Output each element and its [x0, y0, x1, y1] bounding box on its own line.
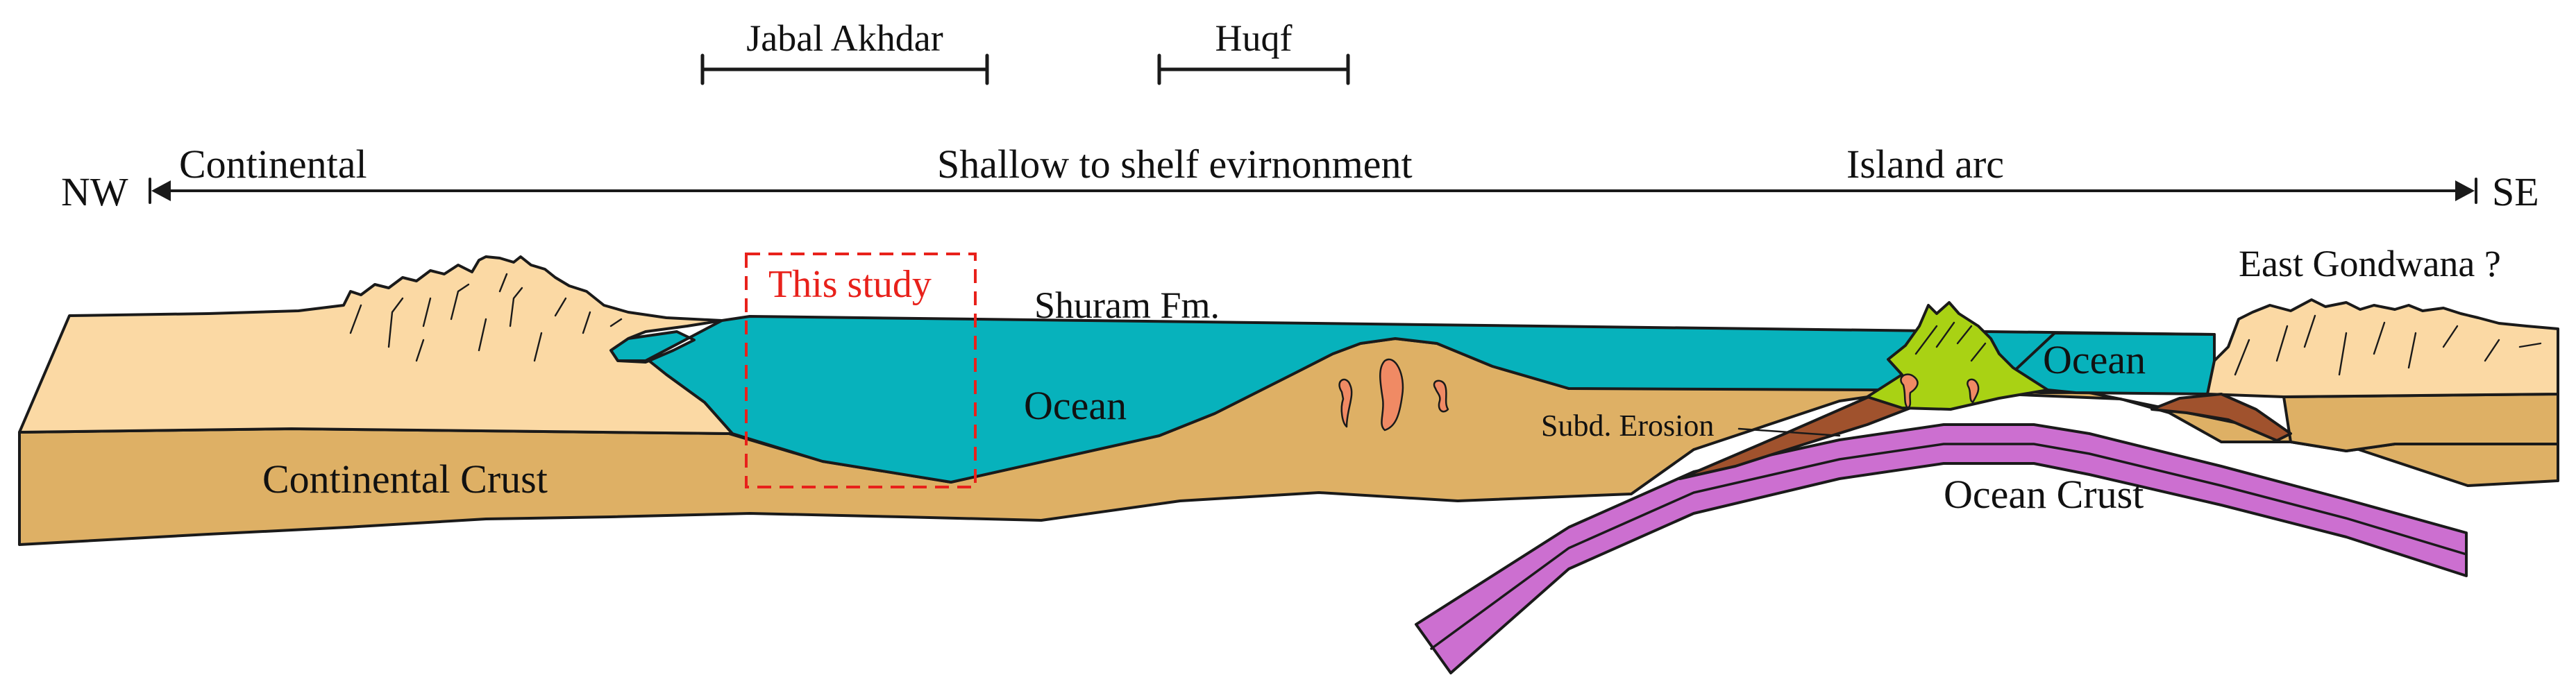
ocean-label-right: Ocean: [2043, 337, 2146, 382]
ocean-label-left: Ocean: [1024, 383, 1127, 428]
arc-magma-blob-2: [1967, 378, 1980, 404]
subduction-wedge-right: [2150, 393, 2292, 442]
subd-erosion-label: Subd. Erosion: [1541, 409, 1714, 443]
continental-crust-label: Continental Crust: [262, 457, 548, 502]
this-study-box: [745, 253, 977, 488]
nw-label: NW: [61, 169, 128, 214]
shuram-fm-label: Shuram Fm.: [1034, 284, 1220, 326]
this-study-label: This study: [768, 263, 932, 306]
huqf-scale-bar: [1157, 53, 1350, 85]
east-gondwana-label: East Gondwana ?: [2239, 243, 2501, 284]
jabal-akhdar-label: Jabal Akhdar: [746, 17, 943, 59]
crust-intrusion-2: [1379, 358, 1404, 432]
continental-label: Continental: [179, 142, 367, 187]
ocean-crust-slab: [1415, 423, 2468, 674]
arc-magma-blob-1: [1900, 373, 1919, 409]
nw-se-direction-arrow: [149, 178, 2477, 204]
east-gondwana-top: [2206, 298, 2559, 398]
east-gondwana-crust: [2282, 393, 2559, 452]
huqf-label: Huqf: [1215, 17, 1293, 59]
subd-erosion-leader: [1737, 427, 1841, 437]
shallow-shelf-label: Shallow to shelf evirnonment: [937, 142, 1413, 187]
island-arc-label: Island arc: [1846, 142, 2004, 187]
volcano-detail-lines: [1914, 321, 1987, 362]
left-continent-top: [18, 255, 734, 435]
ocean-crust-label: Ocean Crust: [1944, 472, 2144, 517]
crust-intrusion-1: [1338, 378, 1353, 428]
east-gondwana-detail-lines: [2234, 314, 2542, 376]
se-label: SE: [2492, 169, 2539, 214]
mountain-detail-lines: [349, 273, 623, 362]
crust-intrusion-3: [1433, 379, 1449, 413]
jabal-akhdar-scale-bar: [700, 53, 989, 85]
